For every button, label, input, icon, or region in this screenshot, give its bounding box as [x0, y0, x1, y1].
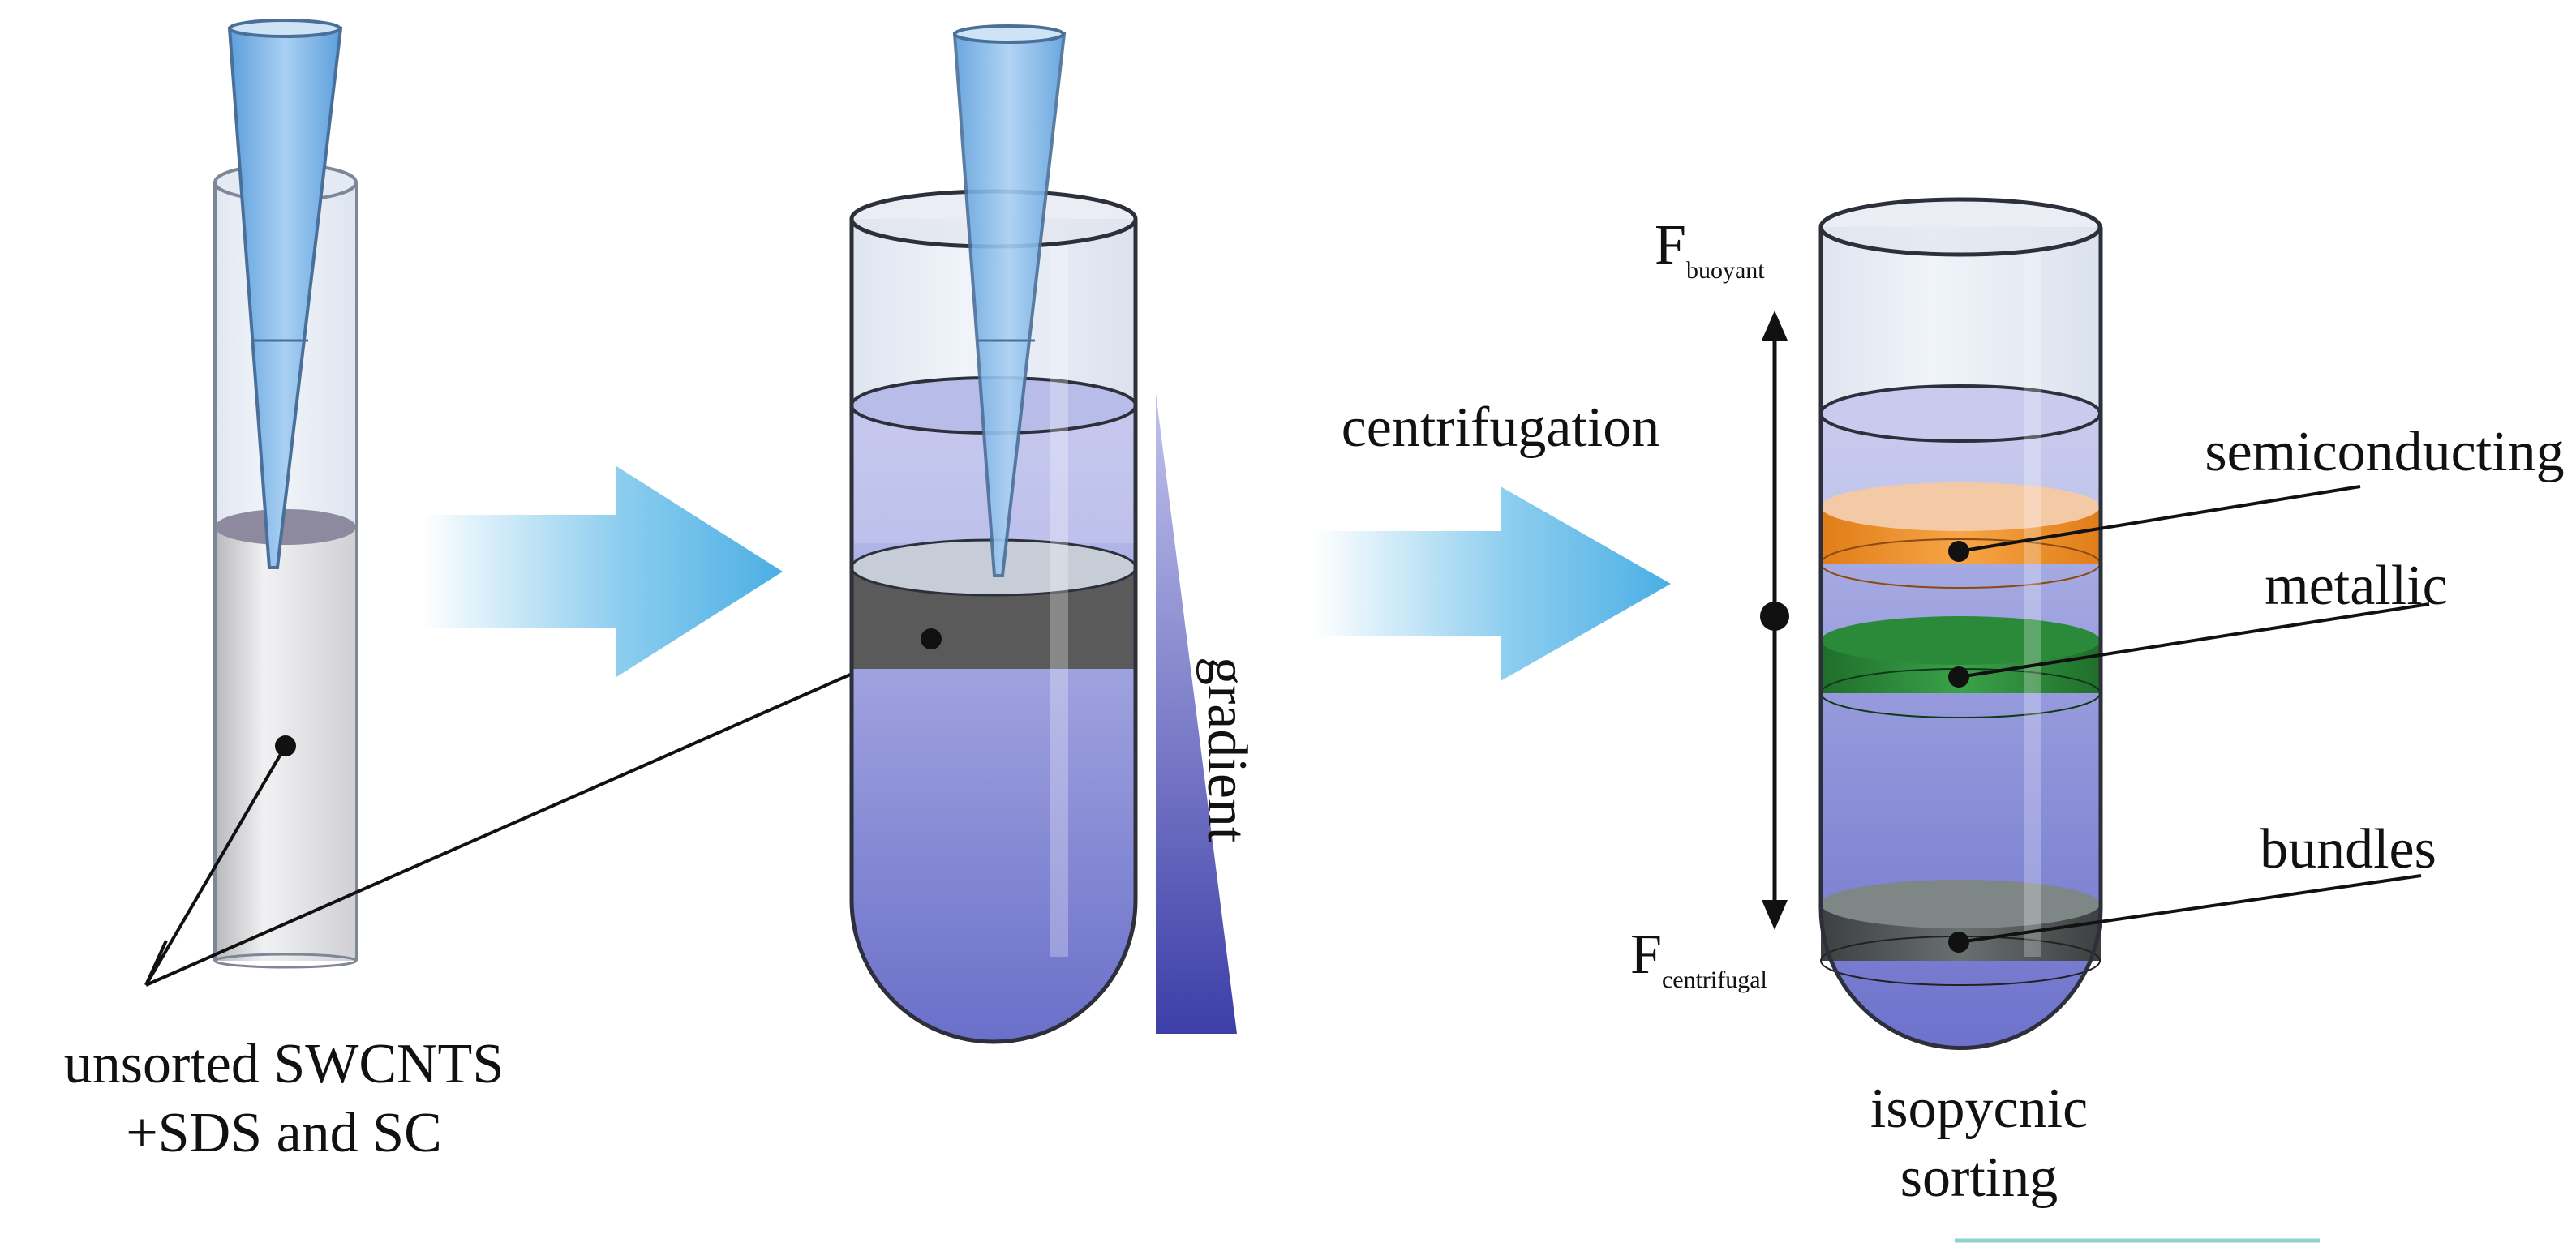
force-arrow: [1760, 311, 1789, 930]
pipette-tip-2: [952, 24, 1067, 577]
unsorted-label-line1: unsorted SWCNTS: [64, 1033, 504, 1095]
metallic-label: metallic: [2265, 555, 2447, 617]
sample-dot-2: [921, 628, 942, 649]
isopycnic-label-line1: isopycnic: [1870, 1078, 2088, 1140]
f-centrifugal-label: Fcentrifugal: [1630, 923, 1767, 993]
band-leader-lines: [1958, 485, 2430, 944]
metallic-dot: [1948, 666, 1969, 688]
isopycnic-label-line2: sorting: [1900, 1146, 2058, 1209]
unsorted-label-line2: +SDS and SC: [126, 1102, 442, 1164]
f-buoyant-label: Fbuoyant: [1655, 214, 1765, 284]
semiconducting-label: semiconducting: [2205, 421, 2564, 483]
semiconducting-band: [1820, 482, 2101, 589]
process-arrow-1: [422, 466, 783, 677]
gradient-label: gradient: [1196, 657, 1258, 843]
pipette-tip-1: [227, 19, 343, 569]
bundles-label: bundles: [2260, 818, 2436, 881]
semiconducting-dot: [1948, 541, 1969, 562]
bundles-dot: [1948, 932, 1969, 953]
tube-sorted: [1818, 197, 2103, 1050]
process-arrow-2: [1314, 486, 1671, 681]
centrifugation-label: centrifugation: [1342, 396, 1660, 459]
unsorted-leader-lines: [144, 637, 932, 987]
gradient-wedge: [1156, 393, 1237, 1034]
